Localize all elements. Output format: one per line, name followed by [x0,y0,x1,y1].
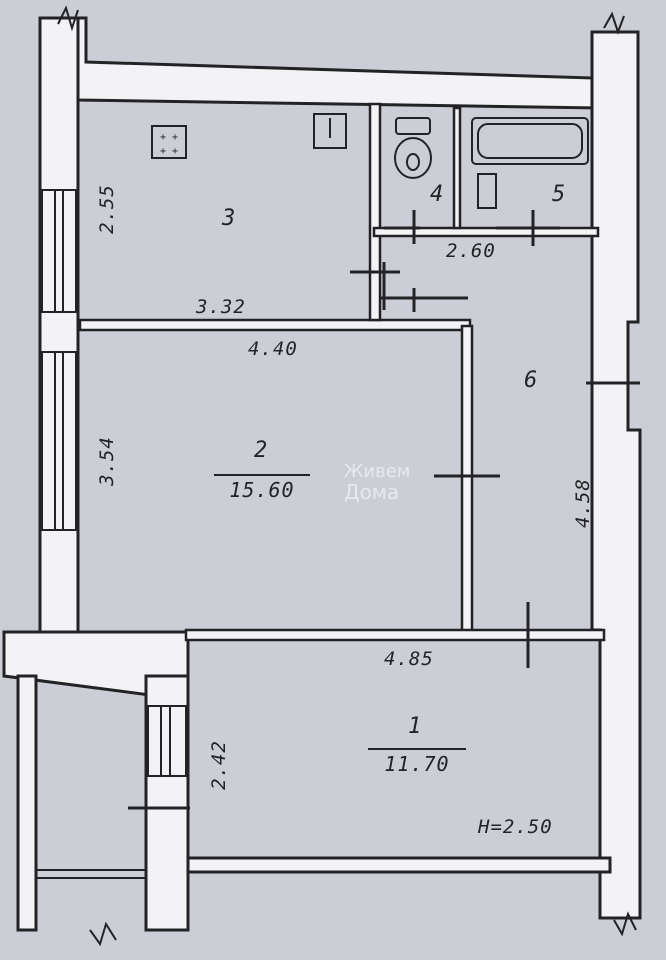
balcony-door [35,869,147,879]
break-lines [57,5,637,947]
top-wall [76,16,602,110]
lower-left-wall [144,674,190,932]
room-area-2: 15.60 [214,474,310,502]
balcony-wall [16,674,38,932]
window-room2 [41,351,77,531]
room-number-1: 1 [408,714,422,739]
windows [35,189,187,879]
left-wall [38,16,80,634]
dimension-room2-width: 4.40 [248,338,298,360]
dimension-room2-height: 3.54 [95,436,118,486]
window-kitchen [41,189,77,313]
dimension-kitchen-height: 2.55 [95,184,118,234]
stove-icon: + + + + [151,125,187,159]
wall-room2-hall [460,324,474,636]
watermark: Живем Дома [344,461,411,504]
window-room1 [147,705,187,777]
bottom-wall [186,856,612,874]
wall-kitchen-room2 [78,318,472,332]
dimension-room1-width: 4.85 [384,648,434,670]
dimension-kitchen-width: 3.32 [196,296,246,318]
partitions [78,102,606,642]
room-number-3: 3 [222,206,236,231]
dimension-bath-width: 2.60 [446,240,496,262]
toilet-icon [394,117,432,179]
room-number-2: 2 [254,438,268,463]
door-marks [128,210,640,810]
room-number-6: 6 [524,368,538,393]
wall-wc-bath [452,106,462,230]
right-wall [590,30,642,920]
wall-kitchen-wc [368,102,382,322]
room-area-1: 11.70 [368,748,466,776]
room-number-5: 5 [552,182,566,207]
sink-icon [313,113,347,149]
wall-wc-hall [372,226,600,238]
ceiling-height: H=2.50 [478,816,553,838]
svg-text:+ +: + + [160,146,178,157]
dimension-room1-height: 2.42 [207,740,230,790]
washbasin-icon [477,173,497,209]
watermark-line-1: Живем [344,461,411,482]
dimension-hall-length: 4.58 [571,478,594,528]
watermark-line-2: Дома [344,480,400,504]
outer-walls [2,16,642,932]
room-number-4: 4 [430,182,444,207]
svg-text:+ +: + + [160,132,178,143]
bathtub-icon [471,117,589,165]
wall-room2-room1 [184,628,606,642]
